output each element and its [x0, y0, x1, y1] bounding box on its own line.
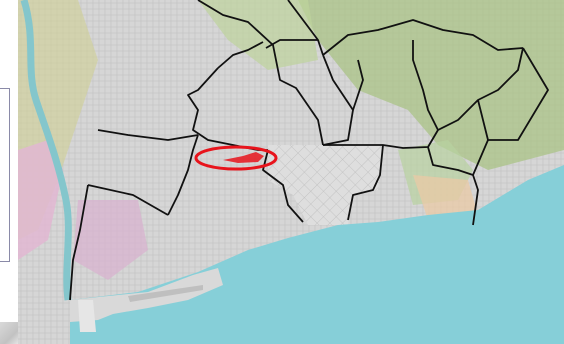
map-canvas: [18, 0, 564, 344]
sea: [70, 165, 564, 344]
left-panel-frame: [0, 88, 10, 262]
industrial-zone-west: [18, 140, 63, 260]
industrial-zone-port: [73, 200, 148, 280]
port-dock: [128, 285, 203, 302]
park-area-north: [198, 0, 318, 70]
port-breakwater: [78, 300, 96, 332]
city-map: [18, 0, 564, 344]
corner-shadow: [0, 322, 22, 344]
river: [20, 0, 72, 301]
grid-district: [268, 145, 383, 225]
highlighted-area: [223, 152, 264, 163]
industrial-zone-east: [413, 175, 478, 220]
hills-area: [298, 0, 564, 170]
highlight-ellipse: [194, 145, 278, 171]
